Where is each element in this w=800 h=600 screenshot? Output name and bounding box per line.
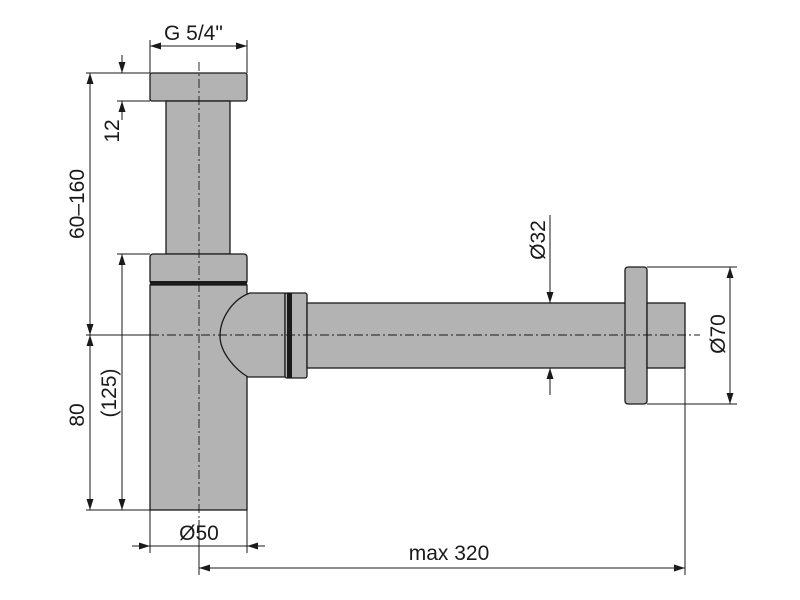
collar-seal-line	[150, 281, 247, 285]
rosette-diameter-label: Ø70	[707, 314, 730, 354]
wall-pipe-stub	[646, 302, 686, 369]
outlet-height-label: 80	[66, 403, 89, 426]
body-diameter-label: Ø50	[179, 522, 219, 545]
cap-height-label: 12	[101, 119, 124, 142]
union-nut-band	[287, 293, 292, 378]
max-length-label: max 320	[409, 542, 490, 565]
outlet-tube	[306, 302, 630, 369]
body-collar	[149, 253, 248, 285]
inlet-tube	[165, 100, 231, 255]
outlet-diameter-label: Ø32	[527, 220, 550, 260]
dimension-lines	[86, 40, 737, 575]
wall-rosette	[624, 266, 648, 405]
top-cap	[149, 72, 248, 102]
dimension-arrows	[86, 42, 734, 572]
height-range-label: 60–160	[66, 169, 89, 239]
body-height-label: (125)	[98, 368, 121, 417]
thread-label: G 5/4"	[164, 22, 223, 45]
siphon-assembly	[149, 72, 686, 511]
